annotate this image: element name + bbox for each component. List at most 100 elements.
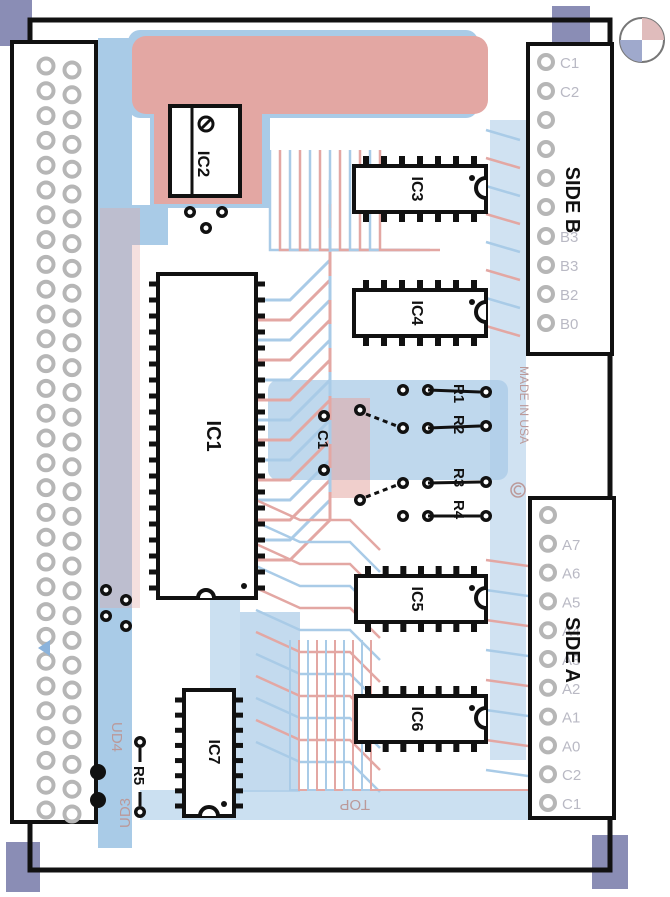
ic6-label: IC6 — [408, 707, 425, 732]
capacitor-c1: C1 — [314, 410, 331, 476]
ic5-label: IC5 — [408, 587, 425, 612]
side-a-pad — [539, 506, 557, 524]
ic-pin — [149, 585, 157, 591]
ic-pin — [471, 623, 477, 632]
copyright-icon — [510, 482, 526, 498]
side-a-pad — [539, 592, 557, 611]
ic-pin — [175, 742, 183, 748]
edge-pad — [36, 56, 56, 76]
ic-pin — [453, 213, 459, 222]
edge-pad — [62, 506, 82, 526]
r1-label: R1 — [450, 384, 467, 403]
trace — [255, 520, 381, 573]
side-b-pad — [537, 140, 555, 158]
ic-pin — [235, 788, 243, 794]
edge-pad — [36, 304, 56, 324]
ic-pin — [382, 743, 389, 752]
side-b-pad — [537, 53, 555, 71]
ic-pin — [471, 743, 477, 752]
edge-pad — [36, 577, 56, 597]
ic-pin — [453, 337, 459, 346]
edge-pad — [36, 354, 56, 374]
trace — [256, 252, 332, 362]
ic7-label: IC7 — [205, 740, 222, 765]
left-connector-pads — [36, 56, 82, 824]
side-a-pad — [539, 707, 557, 726]
edge-pad — [62, 159, 82, 179]
ic-pin — [381, 213, 387, 222]
ic7-chip: IC7 — [182, 688, 236, 818]
ic-pin — [257, 329, 265, 335]
trace — [485, 708, 529, 718]
side-a-pad — [539, 650, 557, 668]
ic-pin — [257, 505, 265, 511]
edge-pad — [36, 180, 56, 200]
edge-pad — [36, 602, 56, 622]
ic-pin — [149, 441, 157, 447]
edge-pad — [36, 230, 56, 250]
ic-pin — [149, 409, 157, 415]
ic1-label: IC1 — [202, 420, 224, 451]
ic-pin — [257, 569, 265, 575]
edge-pad — [36, 155, 56, 175]
ic-pin — [417, 280, 423, 289]
side-a-pad — [539, 794, 557, 812]
ic-pin — [471, 213, 477, 222]
side-b-pin-label: B3 — [560, 258, 578, 275]
ic-pin — [363, 156, 369, 165]
ic-pin — [257, 585, 265, 591]
r5-label: R5 — [130, 766, 147, 785]
ic3-chip: IC3 — [352, 164, 488, 214]
pin1-triangle-icon — [38, 640, 50, 656]
edge-pad — [36, 378, 56, 398]
ic-pin — [453, 280, 459, 289]
ic-pin — [149, 425, 157, 431]
ic3-label: IC3 — [408, 177, 425, 202]
ic-pin — [235, 803, 243, 809]
edge-pad — [62, 754, 82, 774]
ic-pin — [363, 213, 369, 222]
side-a-pin-label: C2 — [562, 767, 581, 784]
ic-pin — [257, 553, 265, 559]
edge-pad — [62, 432, 82, 452]
side-b-pad — [537, 111, 555, 129]
ic-pin — [175, 803, 183, 809]
ud3-label: UD3 — [117, 798, 134, 828]
side-a-pin-label: A3 — [562, 652, 580, 669]
side-b-pad — [537, 285, 555, 303]
ic-pin — [257, 473, 265, 479]
resistor-r5: R5 — [130, 736, 147, 818]
ic-pin — [471, 156, 477, 165]
ic-pin — [435, 213, 441, 222]
edge-pad — [36, 403, 56, 423]
side-a-pin-label: A0 — [562, 738, 580, 755]
ic-pin — [400, 566, 407, 575]
ic-pin — [149, 377, 157, 383]
ic-pin — [149, 457, 157, 463]
ic-pin — [418, 686, 424, 695]
edge-pad — [36, 726, 56, 746]
ic-pin — [235, 742, 243, 748]
resistor-r3-r4: R3 R4 — [354, 468, 492, 522]
trace — [485, 156, 521, 170]
ic-pin — [382, 623, 389, 632]
edge-pad — [36, 701, 56, 721]
ic-pin — [381, 156, 387, 165]
ic-pin — [365, 686, 371, 695]
ic-pin — [149, 329, 157, 335]
edge-pad — [62, 234, 82, 254]
edge-pad — [62, 110, 82, 130]
ic-pin — [175, 712, 183, 718]
ic-pin — [381, 337, 387, 346]
ic-pin — [257, 281, 265, 287]
trace — [485, 296, 521, 310]
ic-pin — [149, 553, 157, 559]
side-a-pin-label: A1 — [562, 710, 580, 727]
ic-pin — [399, 156, 405, 165]
side-a-pin-label: A4 — [562, 623, 580, 640]
side-b-pin-label: C2 — [560, 84, 579, 101]
side-a-label: SIDE A — [561, 617, 583, 683]
led-pads — [90, 764, 106, 808]
trace — [255, 498, 381, 551]
